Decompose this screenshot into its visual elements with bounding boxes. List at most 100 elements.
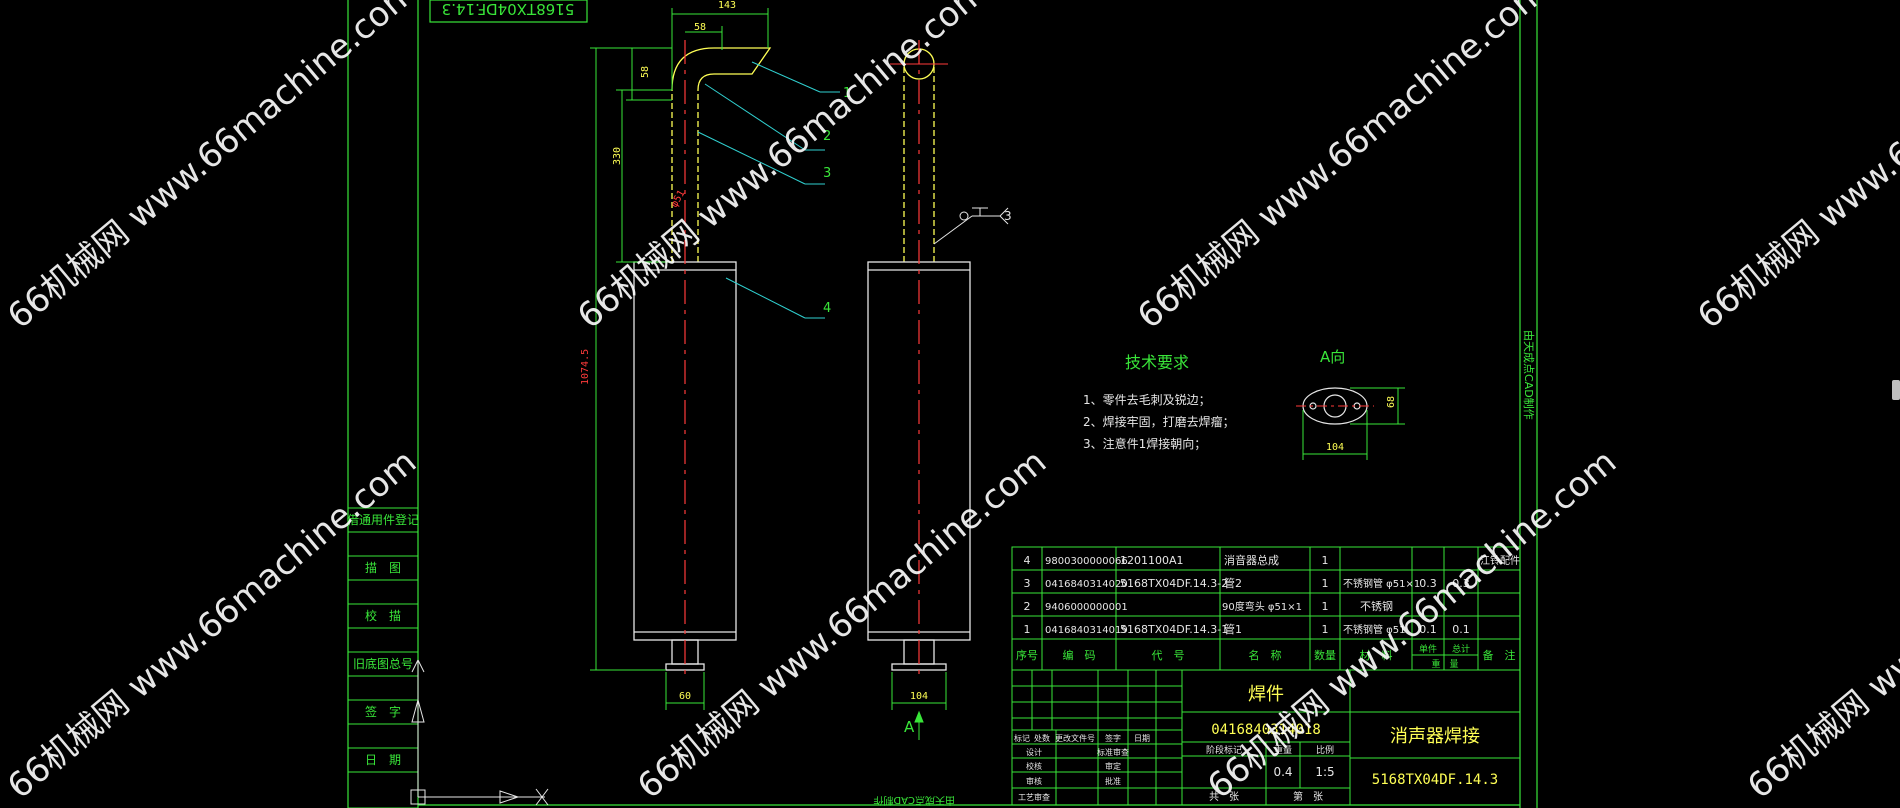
watermark: 66机械网 www.66machine.com bbox=[0, 442, 424, 807]
svg-text:数量: 数量 bbox=[1314, 649, 1336, 662]
svg-text:1: 1 bbox=[1322, 623, 1329, 636]
callout-3: 3 bbox=[823, 166, 831, 181]
svg-text:编 码: 编 码 bbox=[1063, 648, 1096, 662]
svg-text:批准: 批准 bbox=[1105, 776, 1121, 786]
svg-text:0.3: 0.3 bbox=[1452, 577, 1470, 590]
bottom-stamp: 由天成点CAD制作 bbox=[873, 794, 955, 807]
svg-text:2: 2 bbox=[1024, 600, 1031, 613]
svg-text:3: 3 bbox=[1024, 577, 1031, 590]
scrollbar-handle[interactable] bbox=[1892, 380, 1900, 400]
left-panel-labels: 借通用件登记 描 图 校 描 旧底图总号 签 字 日 期 bbox=[347, 512, 419, 767]
svg-text:标记: 标记 bbox=[1014, 733, 1030, 743]
svg-text:日 期: 日 期 bbox=[365, 753, 401, 767]
callout-2: 2 bbox=[823, 129, 831, 144]
callout-1: 1 bbox=[843, 86, 851, 101]
svg-text:签 字: 签 字 bbox=[365, 704, 401, 719]
watermark: 66机械网 www.66machine.com bbox=[0, 0, 424, 337]
callout-3-side: 3 bbox=[1004, 209, 1012, 223]
svg-text:管2: 管2 bbox=[1224, 576, 1242, 590]
bom-rows: 4 9800300000066 1201100A1 消音器总成 1 江铃配件 3… bbox=[1016, 553, 1520, 670]
svg-text:58: 58 bbox=[694, 22, 706, 33]
svg-text:143: 143 bbox=[718, 0, 736, 11]
svg-text:管1: 管1 bbox=[1224, 622, 1242, 636]
table-row: 4 9800300000066 1201100A1 消音器总成 1 江铃配件 bbox=[1024, 553, 1521, 567]
top-label: 5168TX04DF.14.3 bbox=[442, 0, 575, 18]
svg-text:旧底图总号: 旧底图总号 bbox=[353, 656, 413, 671]
side-view: 104 A 3 bbox=[867, 40, 1012, 740]
svg-text:序号: 序号 bbox=[1016, 648, 1038, 662]
svg-text:第 张: 第 张 bbox=[1293, 790, 1323, 803]
svg-text:描 图: 描 图 bbox=[365, 561, 401, 575]
svg-text:校 描: 校 描 bbox=[365, 608, 401, 623]
svg-text:处数: 处数 bbox=[1034, 733, 1050, 743]
svg-text:1201100A1: 1201100A1 bbox=[1120, 554, 1184, 567]
svg-text:5168TX04DF.14.3-2: 5168TX04DF.14.3-2 bbox=[1120, 577, 1228, 590]
svg-text:单件: 单件 bbox=[1419, 643, 1437, 655]
svg-text:设计: 设计 bbox=[1026, 747, 1042, 757]
svg-text:消音器总成: 消音器总成 bbox=[1224, 553, 1279, 567]
svg-text:更改文件号: 更改文件号 bbox=[1055, 733, 1095, 743]
svg-text:江铃配件: 江铃配件 bbox=[1480, 554, 1520, 567]
svg-text:消声器焊接: 消声器焊接 bbox=[1390, 726, 1480, 747]
svg-text:日期: 日期 bbox=[1134, 734, 1150, 743]
svg-text:审核: 审核 bbox=[1026, 776, 1042, 786]
svg-text:1: 1 bbox=[1322, 600, 1329, 613]
svg-text:A向: A向 bbox=[1320, 348, 1345, 366]
svg-text:材 料: 材 料 bbox=[1360, 648, 1393, 662]
svg-text:借通用件登记: 借通用件登记 bbox=[347, 512, 419, 527]
svg-text:104: 104 bbox=[1326, 442, 1344, 453]
svg-text:330: 330 bbox=[612, 147, 623, 165]
flange-view: A向 104 68 bbox=[1296, 348, 1405, 460]
side-stamp: 由天成点CAD制作 bbox=[1522, 330, 1536, 420]
svg-text:0.1: 0.1 bbox=[1452, 623, 1470, 636]
watermark: 66机械网 www.66machine.com bbox=[630, 442, 1054, 807]
svg-text:备 注: 备 注 bbox=[1483, 648, 1516, 662]
svg-text:校核: 校核 bbox=[1026, 761, 1042, 771]
svg-text:名 称: 名 称 bbox=[1249, 648, 1282, 662]
svg-text:1:5: 1:5 bbox=[1315, 765, 1334, 779]
svg-text:不锈钢管 φ51: 不锈钢管 φ51 bbox=[1343, 623, 1406, 636]
table-row: 2 9406000000001 90度弯头 φ51×1 1 不锈钢 bbox=[1024, 600, 1394, 613]
svg-text:0416840314019: 0416840314019 bbox=[1045, 625, 1128, 636]
svg-text:比例: 比例 bbox=[1316, 744, 1334, 756]
svg-text:1: 1 bbox=[1024, 623, 1031, 636]
svg-text:0.4: 0.4 bbox=[1273, 765, 1292, 779]
svg-text:90度弯头 φ51×1: 90度弯头 φ51×1 bbox=[1222, 600, 1302, 613]
svg-text:0416840314018: 0416840314018 bbox=[1211, 722, 1321, 738]
svg-text:5168TX04DF.14.3: 5168TX04DF.14.3 bbox=[1372, 772, 1498, 788]
ucs-icon bbox=[410, 659, 549, 806]
svg-text:2、焊接牢固，打磨去焊瘤；: 2、焊接牢固，打磨去焊瘤； bbox=[1083, 414, 1235, 429]
svg-text:重 量: 重 量 bbox=[1431, 658, 1458, 670]
view-arrow-label: A bbox=[904, 718, 915, 736]
bom-header: 序号 编 码 代 号 名 称 数量 材 料 单件 总计 重 量 备 注 bbox=[1016, 643, 1516, 670]
svg-text:3、注意件1焊接朝向；: 3、注意件1焊接朝向； bbox=[1083, 436, 1206, 451]
svg-text:9800300000066: 9800300000066 bbox=[1045, 556, 1128, 567]
svg-text:标准审查: 标准审查 bbox=[1097, 747, 1129, 757]
svg-text:60: 60 bbox=[679, 691, 691, 702]
svg-text:4: 4 bbox=[1024, 554, 1031, 567]
svg-text:1、零件去毛刺及锐边；: 1、零件去毛刺及锐边； bbox=[1083, 393, 1211, 407]
svg-text:0.3: 0.3 bbox=[1419, 577, 1437, 590]
table-row: 1 0416840314019 5168TX04DF.14.3-1 管1 1 不… bbox=[1024, 622, 1470, 636]
svg-text:共 张: 共 张 bbox=[1209, 791, 1239, 803]
svg-text:代 号: 代 号 bbox=[1152, 649, 1185, 662]
title-block-text: 焊件 0416840314018 消声器焊接 5168TX04DF.14.3 阶… bbox=[1014, 684, 1498, 803]
watermark: 66机械网 www.66machine.com bbox=[1740, 442, 1900, 807]
svg-text:不锈钢管 φ51×1: 不锈钢管 φ51×1 bbox=[1343, 577, 1420, 590]
watermark: 66机械网 www.66machine.com bbox=[1130, 0, 1554, 337]
title-block-grid bbox=[1011, 669, 1521, 806]
svg-text:68: 68 bbox=[1386, 396, 1397, 408]
svg-text:1074.5: 1074.5 bbox=[580, 349, 591, 385]
svg-text:技术要求: 技术要求 bbox=[1125, 353, 1189, 372]
svg-text:审定: 审定 bbox=[1105, 761, 1121, 771]
svg-text:1: 1 bbox=[1322, 577, 1329, 590]
watermark: 66机械网 www.66machine.com bbox=[570, 0, 994, 337]
svg-text:0.1: 0.1 bbox=[1419, 623, 1437, 636]
svg-text:总计: 总计 bbox=[1452, 643, 1470, 655]
left-panel bbox=[347, 507, 419, 808]
svg-text:重量: 重量 bbox=[1274, 744, 1292, 756]
svg-text:阶段标记: 阶段标记 bbox=[1206, 744, 1242, 756]
svg-text:焊件: 焊件 bbox=[1248, 684, 1284, 705]
